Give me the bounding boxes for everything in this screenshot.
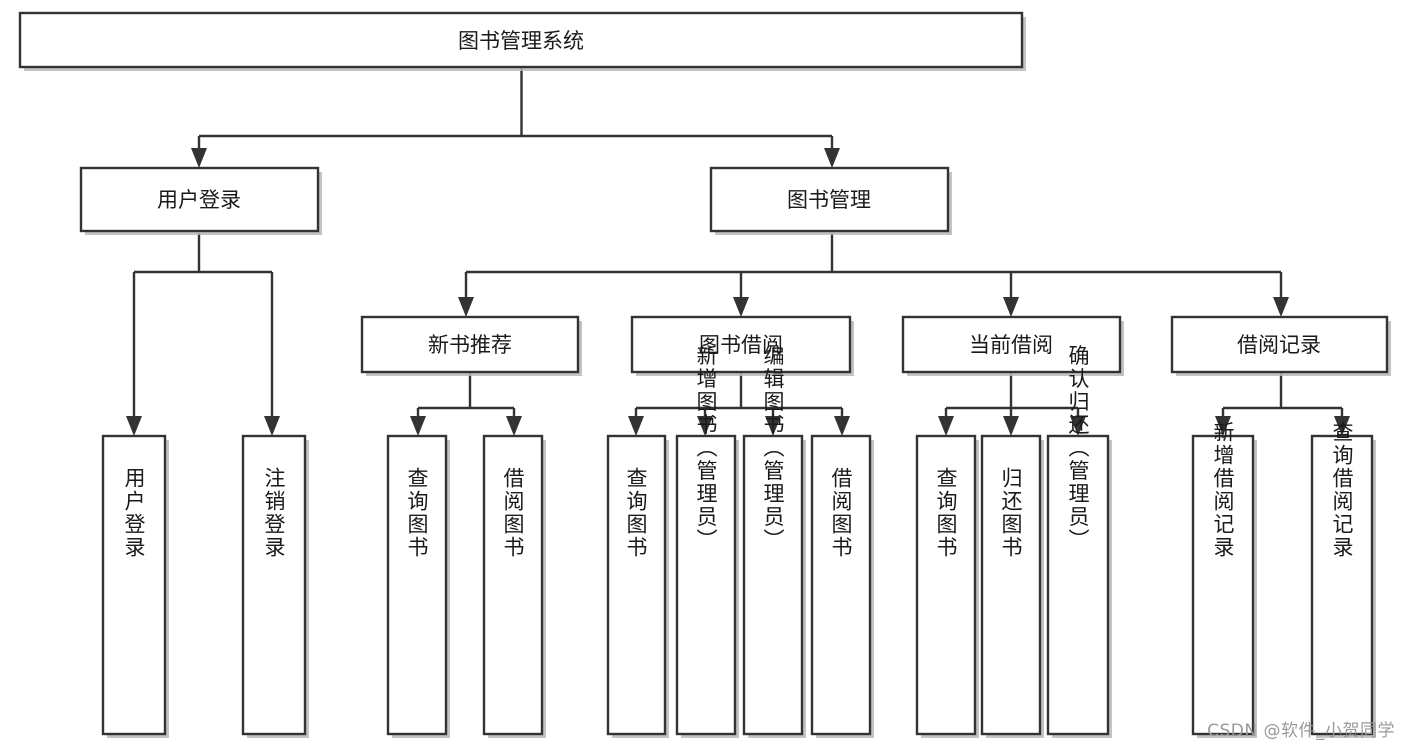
arrow-leaf-return-book [1003, 416, 1019, 436]
node-leaf-return-book[interactable]: 归还图书 [980, 434, 1044, 738]
arrow-book-manage [824, 148, 840, 168]
arrow-borrow-record [1273, 297, 1289, 317]
arrow-leaf-borrow-book-1 [506, 416, 522, 436]
arrow-new-book-recommend [458, 297, 474, 317]
node-leaf-edit-book[interactable]: 编辑图书（管理员） [742, 345, 806, 739]
book-manage-label: 图书管理 [787, 188, 871, 212]
arrow-leaf-query-record [1334, 416, 1350, 436]
borrow-record-label: 借阅记录 [1237, 333, 1321, 357]
leaf-user-login-box [101, 434, 167, 736]
csdn-watermark: CSDN @软件_小贺同学 [1207, 721, 1395, 741]
leaf-confirm-return-box [1046, 434, 1110, 736]
book-borrow-box [630, 315, 852, 374]
leaf-query-record-label: 查询借阅记录 [1330, 421, 1354, 559]
node-book-manage[interactable]: 图书管理 [709, 166, 952, 235]
leaf-add-record-box [1191, 434, 1255, 736]
leaf-borrow-book-1-label: 借阅图书 [501, 467, 525, 559]
arrow-leaf-borrow-book-2 [834, 416, 850, 436]
node-new-book-recommend[interactable]: 新书推荐 [360, 315, 582, 376]
current-borrow-box [901, 315, 1122, 374]
leaf-query-book-1-box [386, 434, 448, 736]
node-leaf-add-record[interactable]: 新增借阅记录 [1191, 421, 1257, 738]
node-leaf-add-book[interactable]: 新增图书（管理员） [675, 345, 739, 739]
leaf-query-book-1-label: 查询图书 [405, 467, 429, 559]
node-user-login[interactable]: 用户登录 [79, 166, 322, 235]
leaf-edit-book-label: 编辑图书（管理员） [761, 345, 785, 552]
arrow-user-login [191, 148, 207, 168]
node-leaf-borrow-book-1[interactable]: 借阅图书 [482, 434, 546, 738]
root-label: 图书管理系统 [458, 29, 584, 53]
leaf-return-book-box [980, 434, 1042, 736]
user-login-box [79, 166, 320, 233]
connector-group [126, 68, 1350, 436]
borrow-record-box [1170, 315, 1389, 374]
arrow-leaf-user-login [126, 416, 142, 436]
new-book-recommend-label: 新书推荐 [428, 333, 512, 357]
root-box [18, 11, 1024, 69]
book-manage-box [709, 166, 950, 233]
leaf-borrow-book-2-box [810, 434, 872, 736]
node-book-borrow[interactable]: 图书借阅 [630, 315, 854, 376]
arrow-book-borrow [733, 297, 749, 317]
node-leaf-borrow-book-2[interactable]: 借阅图书 [810, 434, 874, 738]
leaf-return-book-label: 归还图书 [999, 467, 1023, 559]
arrow-leaf-query-book-3 [938, 416, 954, 436]
new-book-recommend-box [360, 315, 580, 374]
node-leaf-user-login[interactable]: 用户登录 [101, 434, 169, 738]
current-borrow-label: 当前借阅 [969, 333, 1053, 357]
leaf-edit-book-box [742, 434, 804, 736]
leaf-logout-box [241, 434, 307, 736]
node-leaf-query-book-3[interactable]: 查询图书 [915, 434, 979, 738]
arrow-leaf-logout [264, 416, 280, 436]
node-leaf-query-record[interactable]: 查询借阅记录 [1310, 421, 1376, 738]
node-leaf-query-book-2[interactable]: 查询图书 [606, 434, 669, 738]
leaf-query-book-3-box [915, 434, 977, 736]
leaf-query-book-2-label: 查询图书 [624, 467, 648, 559]
node-current-borrow[interactable]: 当前借阅 [901, 315, 1124, 376]
node-leaf-confirm-return[interactable]: 确认归还（管理员） [1046, 345, 1112, 739]
leaf-add-book-box [675, 434, 737, 736]
leaf-user-login-label: 用户登录 [122, 467, 146, 559]
leaf-borrow-book-2-label: 借阅图书 [829, 467, 853, 559]
leaf-query-book-2-box [606, 434, 667, 736]
leaf-add-book-label: 新增图书（管理员） [694, 345, 718, 552]
node-borrow-record[interactable]: 借阅记录 [1170, 315, 1391, 376]
node-leaf-logout[interactable]: 注销登录 [241, 434, 309, 738]
leaf-query-record-box [1310, 434, 1374, 736]
arrow-leaf-query-book-2 [628, 416, 644, 436]
arrow-leaf-add-book [697, 416, 713, 436]
arrow-current-borrow [1003, 297, 1019, 317]
arrow-leaf-confirm-return [1070, 416, 1086, 436]
leaf-confirm-return-label: 确认归还（管理员） [1066, 345, 1090, 552]
node-leaf-query-book-1[interactable]: 查询图书 [386, 434, 450, 738]
leaf-logout-label: 注销登录 [262, 467, 286, 559]
node-root[interactable]: 图书管理系统 [18, 11, 1026, 71]
leaf-add-record-label: 新增借阅记录 [1211, 421, 1235, 559]
arrow-leaf-edit-book [765, 416, 781, 436]
user-login-label: 用户登录 [157, 188, 241, 212]
arrow-leaf-add-record [1215, 416, 1231, 436]
book-borrow-label: 图书借阅 [699, 333, 783, 357]
leaf-query-book-3-label: 查询图书 [934, 467, 958, 559]
leaf-borrow-book-1-box [482, 434, 544, 736]
arrow-leaf-query-book-1 [410, 416, 426, 436]
